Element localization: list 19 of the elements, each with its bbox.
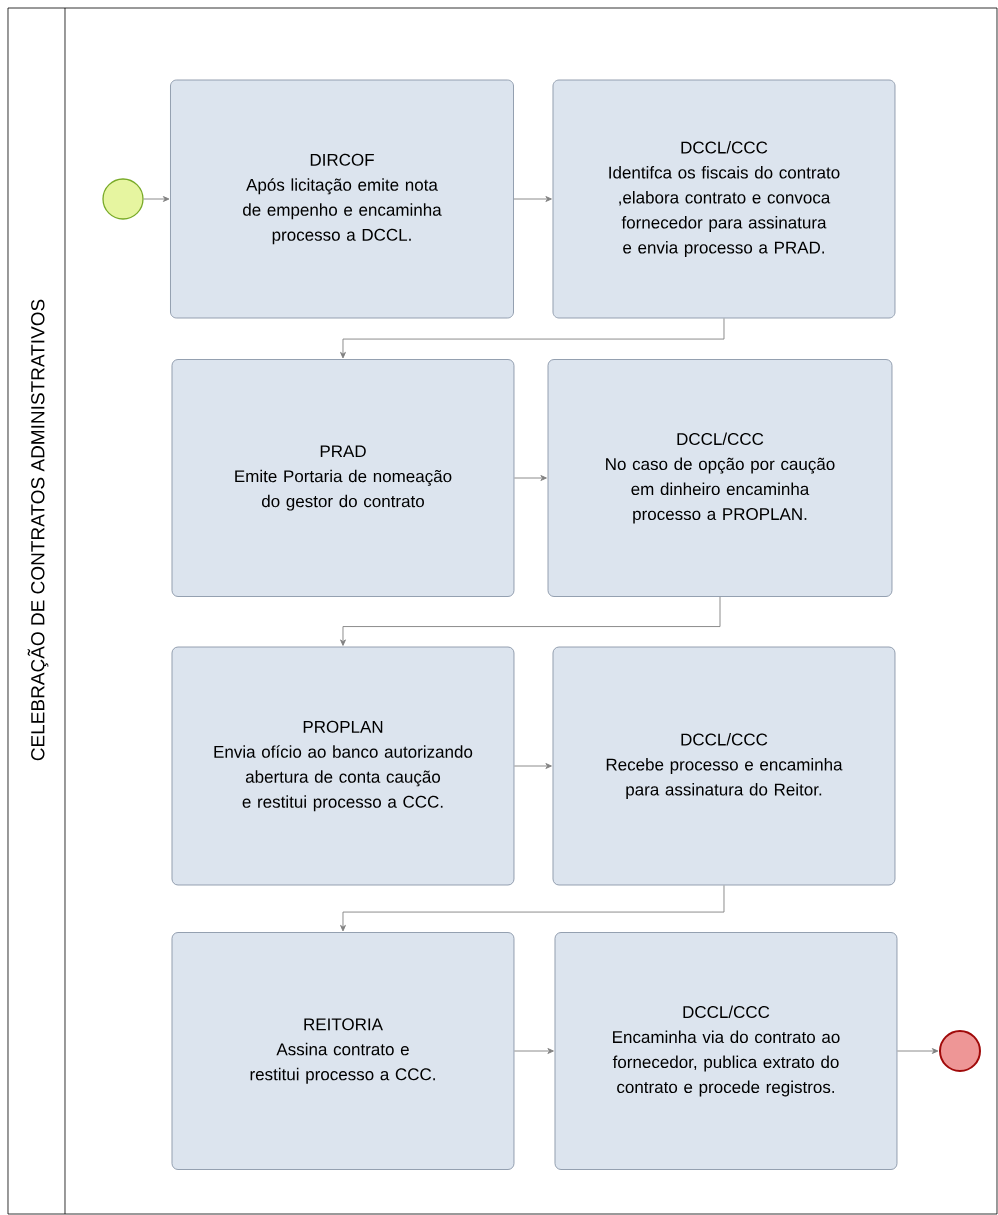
process-box: PRAD Emite Portaria de nomeação do gestor do contrato — [171, 359, 515, 597]
arrow — [514, 763, 552, 769]
start-event-circle — [102, 178, 144, 220]
process-box: REITORIA Assina contrato e restitui processo a CCC. — [171, 932, 515, 1170]
process-box: DCCL/CCC Recebe processo e encaminha para assinatura do Reitor. — [552, 646, 896, 886]
arrow — [340, 885, 725, 932]
arrow — [340, 596, 721, 646]
process-box: DCCL/CCC Encaminha via do contrato ao fornecedor, publica extrato do contrato e procede registros. — [554, 932, 898, 1170]
arrow — [897, 1048, 939, 1054]
process-box: DIRCOF Após licitação emite nota de empenho e encaminha processo a DCCL. — [170, 79, 514, 319]
arrow — [143, 196, 170, 202]
end-event-circle — [939, 1030, 981, 1072]
arrow — [514, 1048, 554, 1054]
process-box: PROPLAN Envia ofício ao banco autorizando abertura de conta caução e restitui processo a CCC. — [171, 646, 515, 886]
process-box: DCCL/CCC Identifca os fiscais do contrato ,elabora contrato e convoca fornecedor para assinatura e envia processo a PRAD. — [552, 79, 896, 319]
process-box: DCCL/CCC No caso de opção por caução em dinheiro encaminha processo a PROPLAN. — [547, 359, 893, 597]
arrow — [514, 475, 547, 481]
arrow — [340, 318, 725, 359]
arrow — [513, 196, 552, 202]
